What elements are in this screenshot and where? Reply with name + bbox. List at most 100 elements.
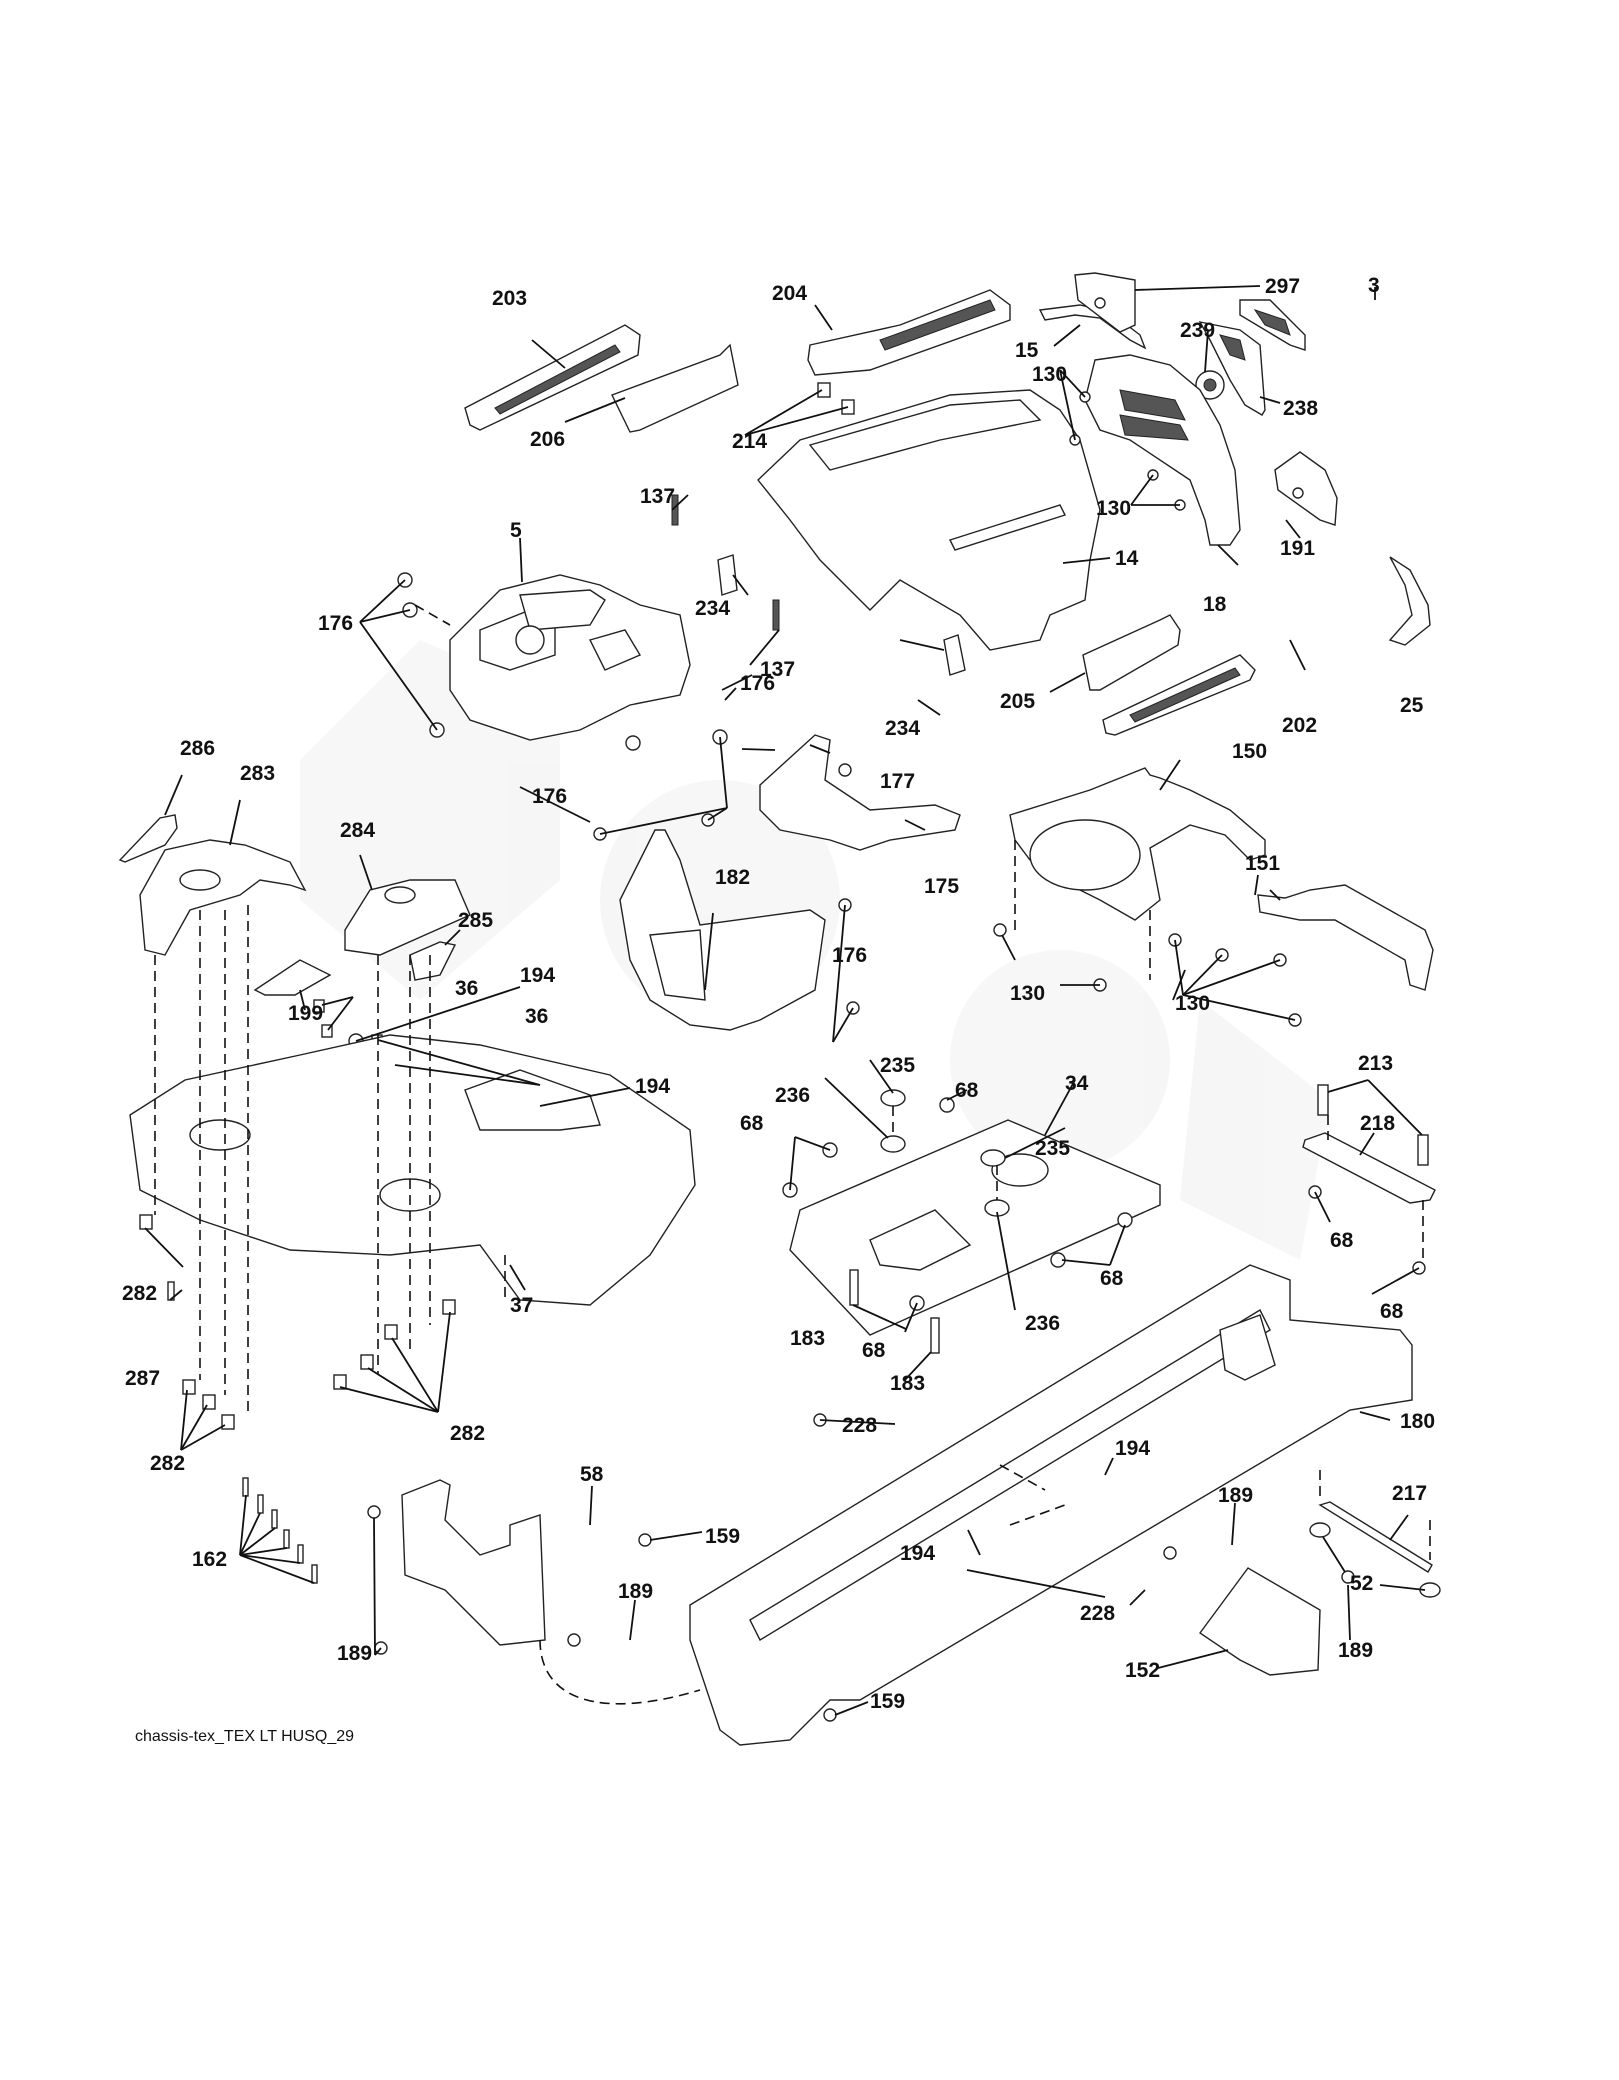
label-203: 203 [492,287,527,310]
label-189-d: 189 [337,1642,372,1665]
label-176-a: 176 [318,612,353,635]
label-176-b: 176 [740,672,775,695]
part-206-shape[interactable] [611,343,739,433]
part-218-shape[interactable] [1302,1132,1436,1204]
label-282-b: 282 [450,1422,485,1445]
part-3-shape[interactable] [1239,299,1306,351]
part-205-shape[interactable] [1082,614,1181,691]
part-239-shape[interactable] [1195,370,1225,400]
label-287: 287 [125,1367,160,1390]
label-217: 217 [1392,1482,1427,1505]
part-213-bolts[interactable] [1317,1084,1429,1166]
label-183-a: 183 [790,1327,825,1350]
label-194-c: 194 [1115,1437,1150,1460]
label-235-b: 235 [1035,1137,1070,1160]
part-58-shape[interactable] [401,1479,546,1646]
part-130-screws-top[interactable] [1069,391,1186,511]
label-282-c: 282 [150,1452,185,1475]
part-217-shape[interactable] [1318,1501,1433,1573]
label-137-b: 137 [760,658,795,681]
label-159-a: 159 [705,1525,740,1548]
label-68-f: 68 [1380,1300,1404,1323]
diagram-caption: chassis-tex_TEX LT HUSQ_29 [135,1728,355,1745]
label-202: 202 [1282,714,1317,737]
part-203-shape[interactable] [464,324,641,431]
label-239: 239 [1180,319,1215,342]
label-130-b: 130 [1096,497,1131,520]
part-284-shape[interactable] [344,879,471,956]
label-18: 18 [1203,593,1227,616]
label-52: 52 [1350,1572,1373,1595]
part-18-shape[interactable] [1084,354,1241,546]
part-175-shape[interactable] [759,734,961,851]
label-228-b: 228 [1080,1602,1115,1625]
label-228-a: 228 [842,1414,877,1437]
part-191-shape[interactable] [1274,451,1338,526]
label-162: 162 [192,1548,227,1571]
label-236-b: 236 [1025,1312,1060,1335]
label-194-a: 194 [520,964,555,987]
label-152: 152 [1125,1659,1160,1682]
part-285-shape[interactable] [409,941,457,981]
part-5-shape[interactable] [449,574,691,741]
part-283-shape[interactable] [139,839,307,956]
label-58: 58 [580,1463,604,1486]
part-182-shape[interactable] [619,829,826,1031]
label-191: 191 [1280,537,1315,560]
label-205: 205 [1000,690,1035,713]
part-52-nuts[interactable] [1309,1522,1441,1598]
label-151: 151 [1245,852,1280,875]
label-130-a: 130 [1032,363,1067,386]
label-176-d: 176 [832,944,867,967]
part-297-shape[interactable] [1074,272,1136,333]
part-234-shape[interactable] [717,554,966,676]
label-206: 206 [530,428,565,451]
label-3: 3 [1368,274,1380,297]
label-284: 284 [340,819,375,842]
part-162-screws[interactable] [242,1477,318,1584]
part-37-shape[interactable] [129,1034,696,1306]
part-202-shape[interactable] [1102,654,1256,736]
label-182: 182 [715,866,750,889]
part-34-shape[interactable] [789,1119,1161,1336]
part-151-shape[interactable] [1257,884,1434,991]
label-236-a: 236 [775,1084,810,1107]
label-180: 180 [1400,1410,1435,1433]
part-204-shape[interactable] [807,289,1011,376]
part-68-bolts[interactable] [782,1097,1426,1311]
label-183-b: 183 [890,1372,925,1395]
label-282-a: 282 [122,1282,157,1305]
label-15: 15 [1015,339,1039,362]
label-130-d: 130 [1175,992,1210,1015]
label-36-a: 36 [455,977,478,1000]
part-14-shape[interactable] [757,389,1101,651]
label-5: 5 [510,519,522,542]
part-labels: 203 204 297 3 15 239 130 238 206 214 137… [122,274,1435,1713]
part-150-shape[interactable] [1009,767,1266,921]
label-286: 286 [180,737,215,760]
part-282-clips[interactable] [139,1214,456,1430]
label-194-d: 194 [900,1542,935,1565]
part-25-shape[interactable] [1388,556,1431,646]
part-286-shape[interactable] [118,814,178,863]
label-189-a: 189 [618,1580,653,1603]
label-68-a: 68 [955,1079,979,1102]
label-189-b: 189 [1218,1484,1253,1507]
label-68-e: 68 [862,1339,886,1362]
label-68-d: 68 [1330,1229,1354,1252]
label-14: 14 [1115,547,1139,570]
label-137-a: 137 [640,485,675,508]
label-213: 213 [1358,1052,1393,1075]
part-214-shape[interactable] [817,382,855,415]
label-238: 238 [1283,397,1318,420]
label-150: 150 [1232,740,1267,763]
part-199-shape[interactable] [253,959,332,996]
leader-lines [144,285,1426,1716]
label-34: 34 [1065,1072,1089,1095]
part-180-shape[interactable] [689,1264,1413,1746]
label-218: 218 [1360,1112,1395,1135]
label-130-c: 130 [1010,982,1045,1005]
part-238-shape[interactable] [1198,321,1266,416]
part-152-shape[interactable] [1199,1567,1321,1676]
